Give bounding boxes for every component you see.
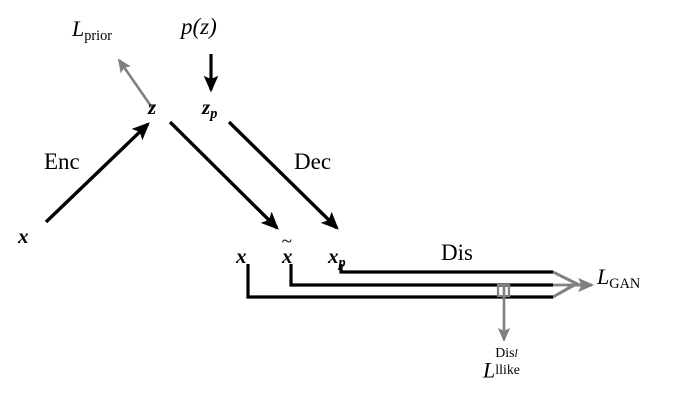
loss-gan-symbol: L bbox=[597, 264, 610, 289]
label-operator-dis: Dis bbox=[441, 241, 473, 264]
label-node-x-input: x bbox=[18, 226, 29, 247]
edge-enc-arrow bbox=[44, 122, 150, 224]
loss-llike-superscript-text: Dis bbox=[495, 345, 515, 361]
edge-dis-bracket-xtilde bbox=[289, 264, 553, 287]
label-loss-gan: LGAN bbox=[597, 264, 640, 291]
loss-prior-subscript: prior bbox=[84, 28, 112, 45]
loss-llike-scripts: Disl llike bbox=[495, 346, 520, 381]
edge-llike-loss-arrow bbox=[496, 283, 511, 342]
label-prior-distribution: p(z) bbox=[181, 15, 217, 38]
node-x-input-text: x bbox=[18, 224, 29, 248]
discriminator-merge-wedge bbox=[553, 270, 580, 299]
label-node-x-real: x bbox=[236, 246, 247, 267]
node-xp-subscript: p bbox=[338, 255, 346, 272]
edge-dis-bracket-xp bbox=[339, 264, 553, 274]
node-xp-text: x bbox=[328, 244, 339, 268]
operator-dec-text: Dec bbox=[294, 149, 332, 174]
loss-gan-subscript: GAN bbox=[609, 276, 641, 293]
node-x-rec-glyph: ~x bbox=[282, 231, 293, 268]
tilde-accent-icon: ~ bbox=[281, 230, 293, 252]
node-z-text: z bbox=[148, 95, 157, 119]
node-x-rec-text: x bbox=[282, 244, 293, 268]
label-node-zp: zp bbox=[202, 95, 217, 122]
label-loss-prior: Lprior bbox=[72, 16, 112, 43]
label-loss-llike: L Disl llike bbox=[483, 346, 520, 383]
loss-llike-superscript: Disl bbox=[495, 346, 520, 361]
edge-dec-arrow-recon bbox=[168, 120, 279, 230]
edge-dis-bracket-x bbox=[246, 264, 553, 299]
edge-dec-arrow-sample bbox=[227, 120, 339, 230]
label-node-z: z bbox=[148, 97, 156, 118]
label-operator-dec: Dec bbox=[294, 150, 331, 173]
loss-llike-subscript: llike bbox=[495, 361, 520, 377]
operator-enc-text: Enc bbox=[44, 149, 80, 174]
node-x-real-text: x bbox=[236, 244, 247, 268]
operator-dis-text: Dis bbox=[441, 240, 473, 265]
label-node-x-reconstructed: ~x bbox=[282, 231, 293, 268]
node-zp-subscript: p bbox=[210, 106, 218, 123]
node-zp-text: z bbox=[202, 95, 211, 119]
edge-prior-loss-arrow bbox=[117, 58, 155, 110]
loss-prior-symbol: L bbox=[72, 16, 85, 41]
prior-distribution-text: p(z) bbox=[181, 14, 217, 39]
loss-llike-superscript-sub: l bbox=[514, 348, 518, 361]
loss-llike-symbol: L bbox=[483, 357, 496, 383]
label-operator-enc: Enc bbox=[44, 150, 80, 173]
label-node-xp: xp bbox=[328, 244, 346, 271]
